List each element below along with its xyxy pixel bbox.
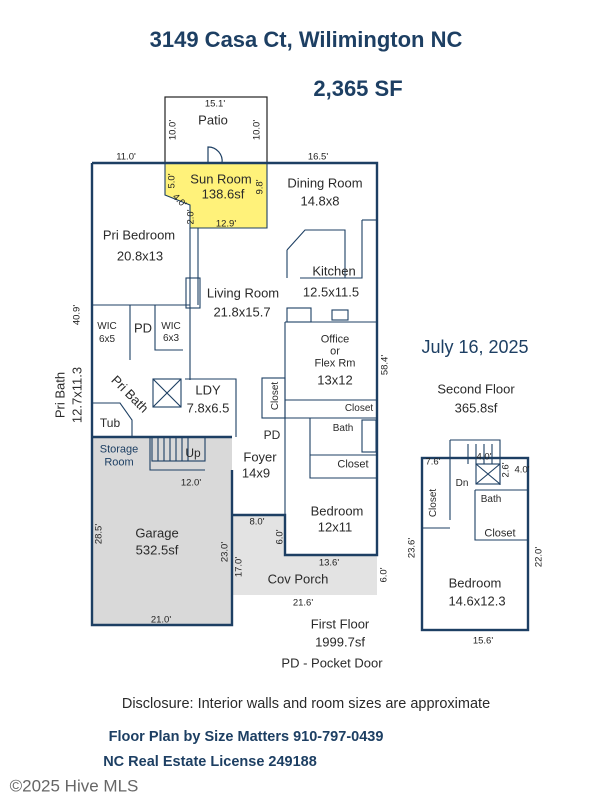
patio-label: Patio — [198, 112, 228, 128]
plan-date: July 16, 2025 — [421, 337, 529, 357]
sf-closet-label-1: Closet — [428, 488, 439, 518]
sf-dim-stair: 4.0' — [476, 451, 492, 463]
pri-bedroom-size: 20.8x13 — [116, 248, 164, 264]
garage-label: Garage — [135, 525, 179, 541]
porch-fill — [232, 515, 285, 595]
porch-fill-2 — [285, 555, 377, 595]
dim-top-right: 16.5' — [307, 151, 329, 163]
first-floor-label: First Floor — [310, 616, 370, 632]
dim-garage-right: 23.0' — [219, 541, 231, 563]
dim-garage-top: 12.0' — [180, 477, 202, 489]
second-floor-label: Second Floor — [437, 381, 515, 397]
tub-label: Tub — [99, 416, 121, 430]
watermark: ©2025 Hive MLS — [9, 776, 139, 796]
license-text: NC Real Estate License 249188 — [103, 753, 317, 770]
dim-right: 58.4' — [379, 354, 391, 376]
sf-dim-bottom: 15.6' — [472, 635, 494, 647]
stairs-up-label: Up — [185, 446, 201, 460]
closet-label-1: Closet — [270, 381, 281, 411]
closet-label-2: Closet — [344, 403, 374, 414]
dim-garage-bottom: 21.0' — [150, 614, 172, 626]
pocket-door-label: PD — [133, 320, 153, 336]
sun-room-dim-1: 5.0' — [166, 173, 178, 189]
laundry-size: 7.8x6.5 — [186, 400, 230, 416]
dim-porch-right: 6.0' — [378, 567, 390, 583]
dim-porch-left: 17.0' — [233, 556, 245, 578]
garage-area: 532.5sf — [135, 542, 179, 558]
sun-room-area: 138.6sf — [201, 186, 245, 202]
office-or: or — [330, 345, 340, 358]
sf-dim-left: 23.6' — [406, 537, 418, 559]
pri-bath-size: 12.7x11.3 — [69, 366, 85, 424]
patio-depth-left: 10.0' — [167, 119, 179, 141]
pocket-door-legend: PD - Pocket Door — [281, 655, 383, 671]
wic-2-size: 6x3 — [162, 333, 180, 344]
living-room-size: 21.8x15.7 — [213, 304, 271, 320]
sf-bedroom-size: 14.6x12.3 — [448, 593, 506, 609]
pri-bath-label: Pri Bath — [52, 371, 68, 419]
dim-left: 40.9' — [71, 304, 83, 326]
disclosure-text: Disclosure: Interior walls and room size… — [121, 695, 491, 712]
total-square-feet: 2,365 SF — [313, 76, 403, 101]
kitchen-size: 12.5x11.5 — [302, 284, 360, 300]
patio-width: 15.1' — [204, 98, 226, 110]
office-size: 13x12 — [317, 372, 353, 388]
dining-room-size: 14.8x8 — [300, 193, 340, 209]
wic-1-size: 6x5 — [98, 334, 116, 345]
storage-room-label-2: Room — [104, 456, 134, 469]
sun-room-label: Sun Room — [190, 171, 252, 187]
laundry-label: LDY — [195, 382, 221, 398]
sun-room-dim-5: 12.9' — [215, 218, 237, 230]
bedroom-label: Bedroom — [310, 503, 364, 519]
office-flex-label: Flex Rm — [314, 357, 356, 370]
sf-dim-top-left: 7.6' — [425, 456, 441, 468]
sf-closet-label-2: Closet — [484, 527, 516, 540]
wic-1-label: WIC — [97, 321, 117, 332]
closet-label-3: Closet — [337, 458, 369, 471]
address-title: 3149 Casa Ct, Wilimington NC — [149, 27, 463, 52]
sun-room-dim-4: 2.0' — [185, 209, 197, 225]
patio-depth-right: 10.0' — [251, 119, 263, 141]
pocket-door-label-2: PD — [263, 428, 281, 442]
sf-bath-label: Bath — [480, 494, 502, 505]
patio-door — [207, 146, 223, 164]
bath-label: Bath — [332, 423, 354, 434]
sun-room-dim-3: 9.8' — [254, 179, 266, 195]
dim-garage-left: 28.5' — [93, 523, 105, 545]
second-floor-area: 365.8sf — [454, 400, 498, 416]
dim-porch-top: 13.6' — [318, 557, 340, 569]
sf-dim-small: 2.6' — [500, 462, 512, 478]
foyer-label: Foyer — [243, 449, 277, 465]
foyer-size: 14x9 — [241, 465, 271, 481]
dim-top-left: 11.0' — [116, 151, 136, 163]
kitchen-label: Kitchen — [312, 263, 356, 279]
credit-text: Floor Plan by Size Matters 910-797-0439 — [108, 728, 384, 745]
sf-dim-right: 22.0' — [533, 546, 545, 568]
sf-dim-right-top: 4.0' — [514, 464, 530, 476]
wic-2-label: WIC — [161, 321, 181, 332]
stairs-down-label: Dn — [455, 478, 469, 489]
garage-fill — [92, 437, 232, 625]
pri-bedroom-label: Pri Bedroom — [102, 227, 176, 243]
dining-room-label: Dining Room — [287, 175, 363, 191]
sf-bedroom-label: Bedroom — [448, 575, 502, 591]
covered-porch-label: Cov Porch — [267, 571, 329, 587]
dim-porch-small: 6.0' — [274, 529, 286, 545]
dim-foyer-porch: 8.0' — [249, 516, 265, 528]
living-room-label: Living Room — [206, 285, 280, 301]
office-label: Office — [320, 333, 350, 346]
bedroom-size: 12x11 — [317, 519, 353, 535]
interior-walls — [92, 163, 528, 555]
dim-porch-bottom: 21.6' — [292, 597, 314, 609]
first-floor-area: 1999.7sf — [315, 634, 365, 650]
storage-room-label: Storage — [99, 443, 139, 456]
